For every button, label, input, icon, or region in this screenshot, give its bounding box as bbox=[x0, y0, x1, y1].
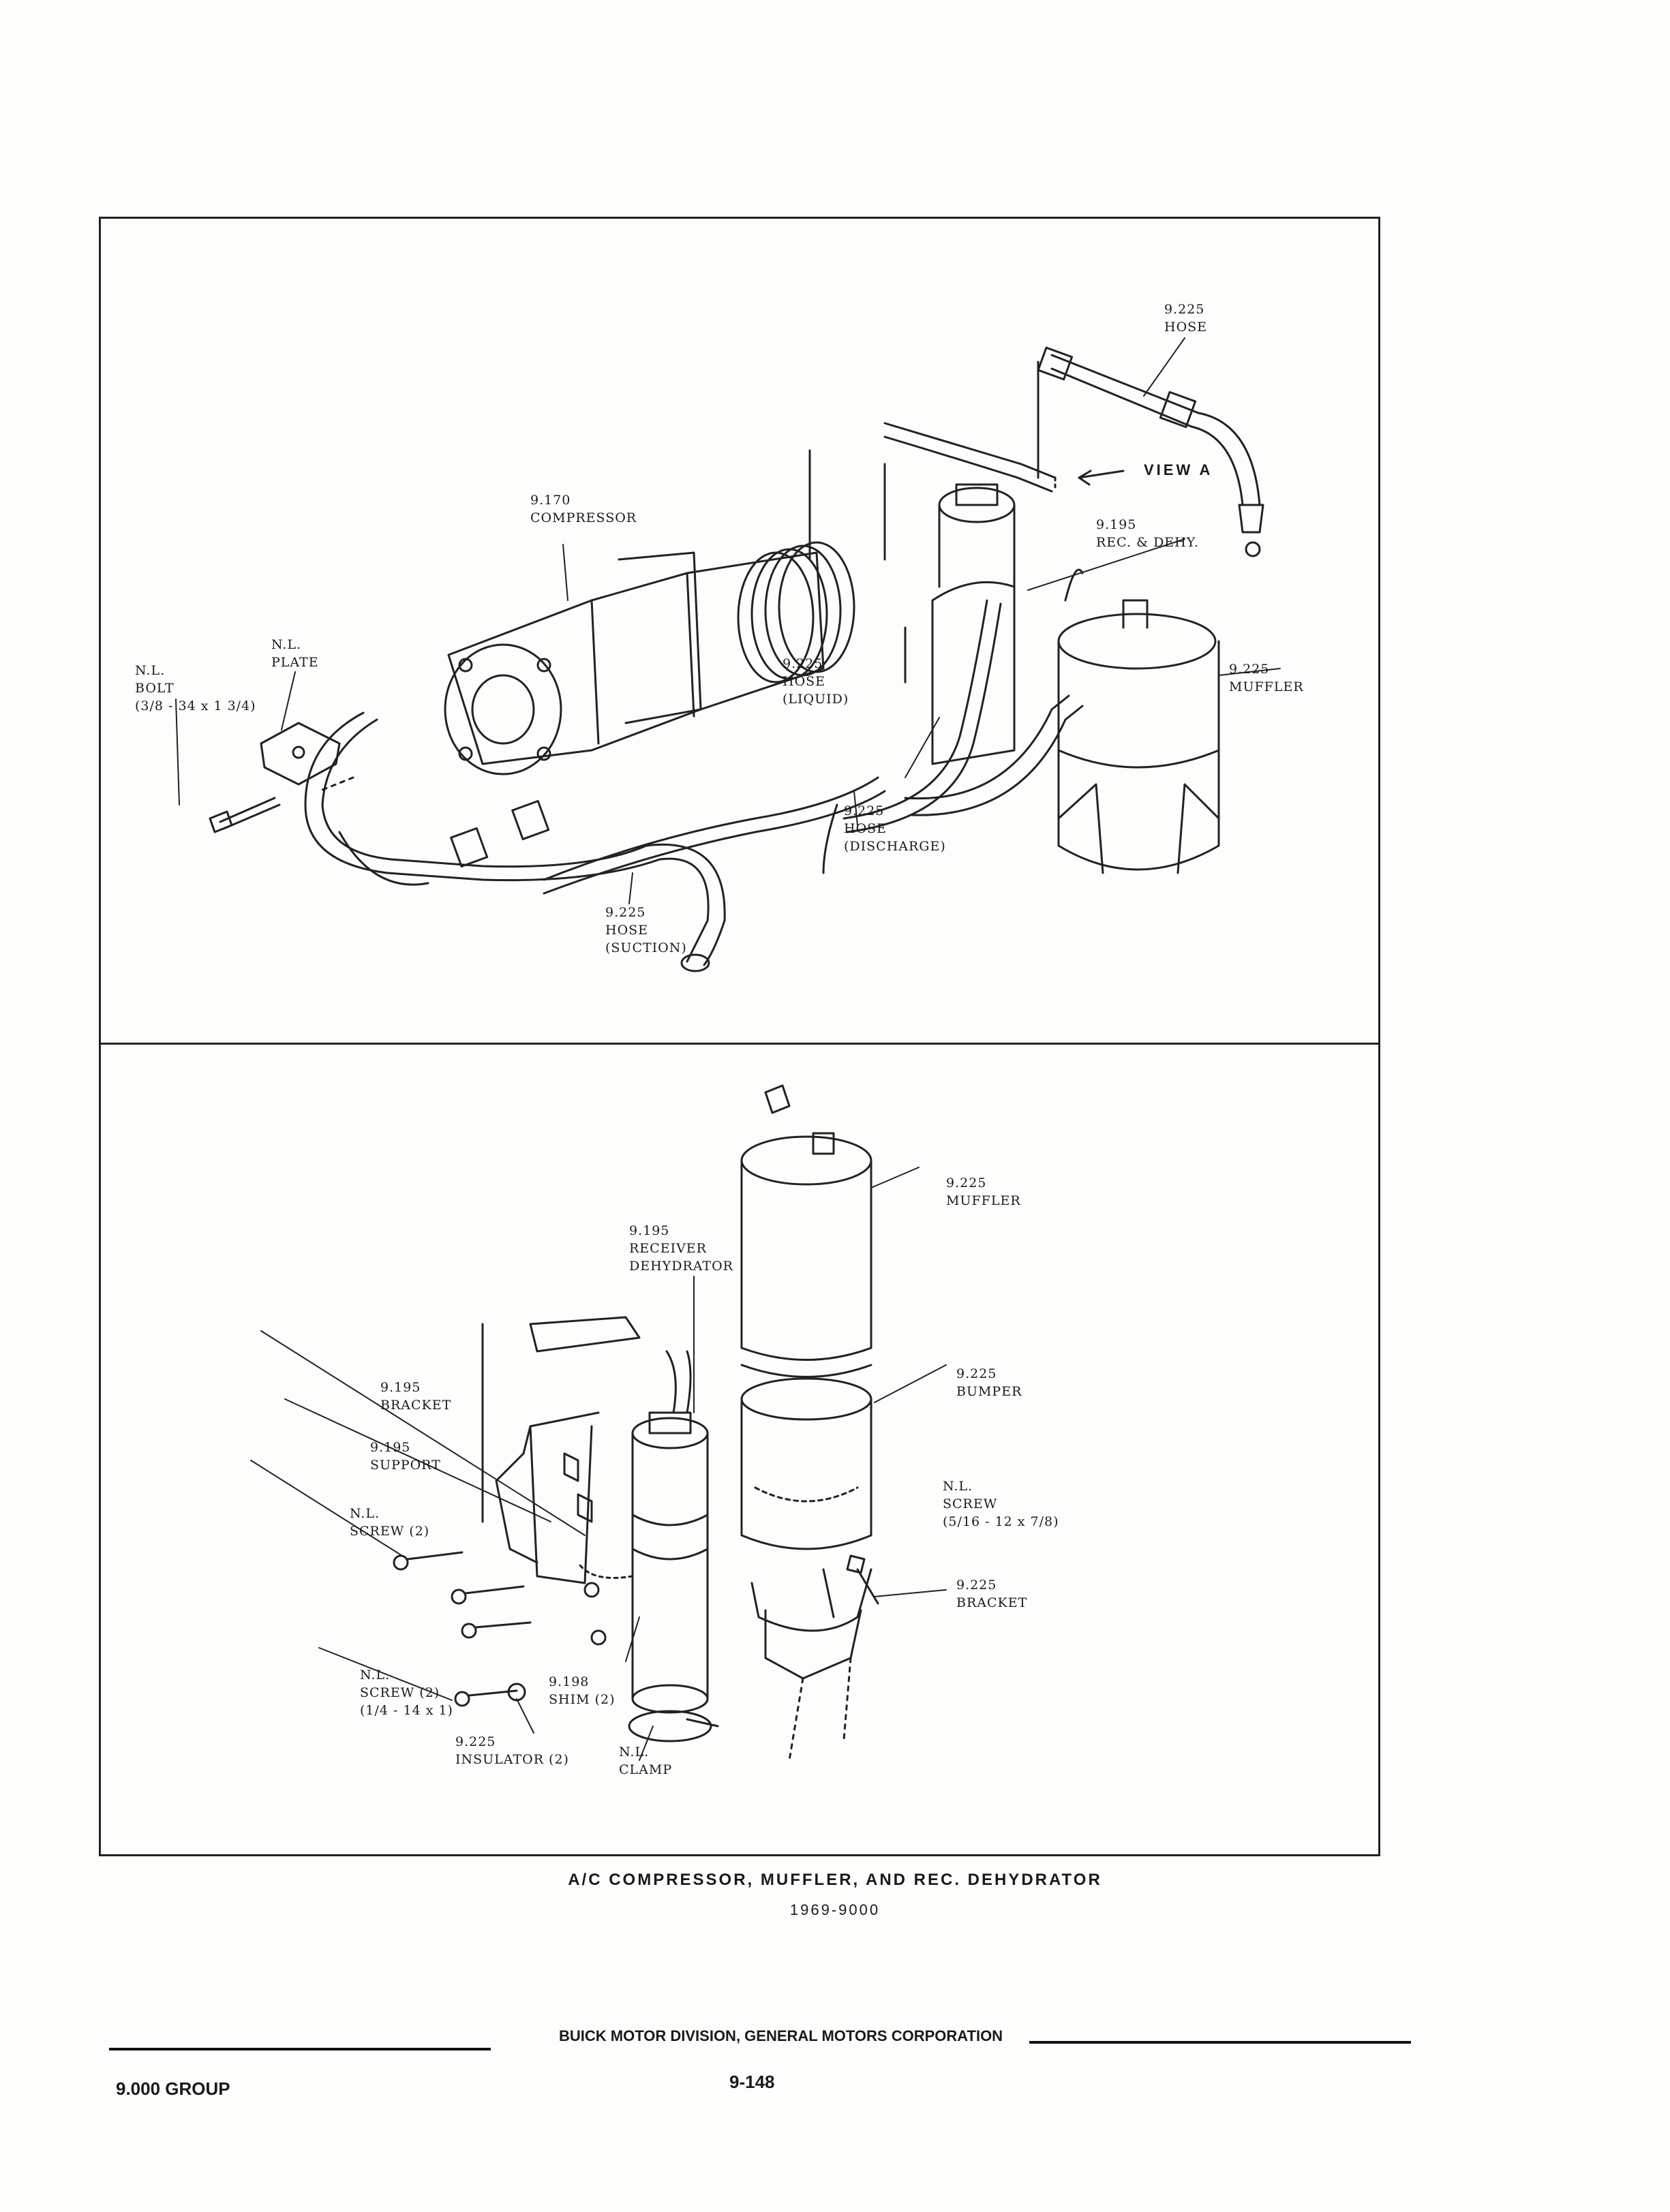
part-number: 9.195 bbox=[380, 1380, 421, 1395]
part-name: BOLT bbox=[135, 681, 174, 696]
part-number: 9.225 bbox=[1164, 302, 1205, 317]
view-a-label: VIEW A bbox=[1144, 461, 1213, 478]
figure-caption-subtitle: 1969-9000 bbox=[789, 1901, 881, 1918]
nl-screw-bottom-label: N.L. SCREW (2) (1/4 - 14 x 1) bbox=[360, 1666, 453, 1719]
part-number: 9.225 bbox=[946, 1176, 987, 1191]
footer-division: BUICK MOTOR DIVISION, GENERAL MOTORS COR… bbox=[559, 2027, 1003, 2044]
part-name: SCREW bbox=[943, 1496, 998, 1511]
part-number: 9.225 bbox=[605, 905, 646, 920]
receiver-muffler-illustration bbox=[250, 1084, 947, 1762]
part-name: HOSE bbox=[605, 923, 649, 938]
part-number: 9.195 bbox=[1096, 517, 1137, 532]
leader-lines bbox=[175, 337, 1281, 904]
part-name: CLAMP bbox=[619, 1762, 673, 1777]
part-name: SHIM (2) bbox=[549, 1692, 616, 1707]
screw-drawing bbox=[393, 1551, 879, 1707]
part-spec: (SUCTION) bbox=[605, 940, 687, 955]
top-hose-drawing bbox=[1037, 346, 1264, 557]
part-number: N.L. bbox=[360, 1668, 391, 1683]
muffler-drawing bbox=[1057, 568, 1220, 874]
compressor-drawing bbox=[444, 541, 855, 775]
part-name: MUFFLER bbox=[1229, 679, 1304, 694]
part-name: COMPRESSOR bbox=[530, 510, 637, 525]
part-name: HOSE bbox=[1164, 320, 1208, 335]
part-name: SCREW (2) bbox=[360, 1685, 440, 1700]
muffler-bracket-drawing bbox=[750, 1568, 872, 1762]
footer-rule-left bbox=[109, 2048, 491, 2050]
part-number: 9.195 bbox=[370, 1440, 411, 1455]
footer-page-number: 9-148 bbox=[729, 2072, 775, 2092]
part-name: HOSE bbox=[783, 674, 826, 689]
part-number: N.L. bbox=[619, 1745, 650, 1760]
part-spec: (LIQUID) bbox=[783, 692, 849, 707]
part-number: 9.225 bbox=[844, 803, 885, 818]
part-number: 9.225 bbox=[783, 656, 823, 671]
part-name: RECEIVER bbox=[629, 1241, 707, 1256]
view-a-arrow bbox=[1078, 470, 1125, 479]
part-spec: (3/8 - 34 x 1 3/4) bbox=[135, 698, 256, 713]
leader-lines bbox=[250, 1167, 947, 1761]
suction-hose-drawing bbox=[304, 711, 886, 972]
nl-screw-right-label: N.L. SCREW (5/16 - 12 x 7/8) bbox=[943, 1477, 1059, 1531]
receiver-drawing bbox=[577, 1350, 719, 1742]
part-name: HOSE bbox=[844, 821, 887, 836]
footer-rule-right bbox=[1029, 2041, 1411, 2044]
plate-bolt-drawing bbox=[209, 722, 354, 833]
part-spec: (5/16 - 12 x 7/8) bbox=[943, 1514, 1059, 1529]
part-number: 9.170 bbox=[530, 493, 571, 508]
part-name: PLATE bbox=[271, 655, 319, 670]
part-number: N.L. bbox=[135, 663, 166, 678]
part-name: REC. & DEHY. bbox=[1096, 535, 1199, 550]
support-bracket-drawing bbox=[481, 1316, 641, 1584]
part-number: 9.225 bbox=[455, 1734, 496, 1749]
part-spec: (DISCHARGE) bbox=[844, 839, 946, 854]
part-name: SUPPORT bbox=[370, 1458, 441, 1473]
part-name: INSULATOR (2) bbox=[455, 1752, 569, 1767]
part-number: 9.225 bbox=[956, 1578, 997, 1593]
part-number: 9.195 bbox=[629, 1223, 670, 1238]
compressor-hose-illustration bbox=[175, 337, 1281, 972]
clamp-label: N.L. CLAMP bbox=[619, 1743, 672, 1779]
footer-group: 9.000 GROUP bbox=[116, 2078, 230, 2099]
nl-plate-label: N.L. PLATE bbox=[271, 636, 319, 671]
part-name: BRACKET bbox=[380, 1398, 452, 1413]
part-spec: (1/4 - 14 x 1) bbox=[360, 1703, 453, 1718]
nl-bolt-label: N.L. BOLT (3/8 - 34 x 1 3/4) bbox=[135, 662, 256, 715]
part-name: MUFFLER bbox=[946, 1193, 1021, 1208]
nl-screw-left-label: N.L. SCREW (2) bbox=[350, 1505, 429, 1540]
receiver-dehydrator-drawing bbox=[808, 422, 1084, 874]
figure-caption-title: A/C COMPRESSOR, MUFFLER, AND REC. DEHYDR… bbox=[568, 1871, 1102, 1889]
part-number: 9.225 bbox=[1229, 662, 1270, 677]
part-number: N.L. bbox=[350, 1506, 380, 1521]
muffler-drawing bbox=[740, 1084, 872, 1550]
part-number: N.L. bbox=[271, 637, 302, 652]
part-name: DEHYDRATOR bbox=[629, 1259, 733, 1274]
part-name: BUMPER bbox=[956, 1384, 1022, 1399]
part-name: SCREW (2) bbox=[350, 1524, 430, 1539]
part-name: BRACKET bbox=[956, 1595, 1028, 1610]
part-number: 9.198 bbox=[549, 1674, 590, 1689]
part-number: 9.225 bbox=[956, 1366, 997, 1381]
part-number: N.L. bbox=[943, 1479, 973, 1494]
